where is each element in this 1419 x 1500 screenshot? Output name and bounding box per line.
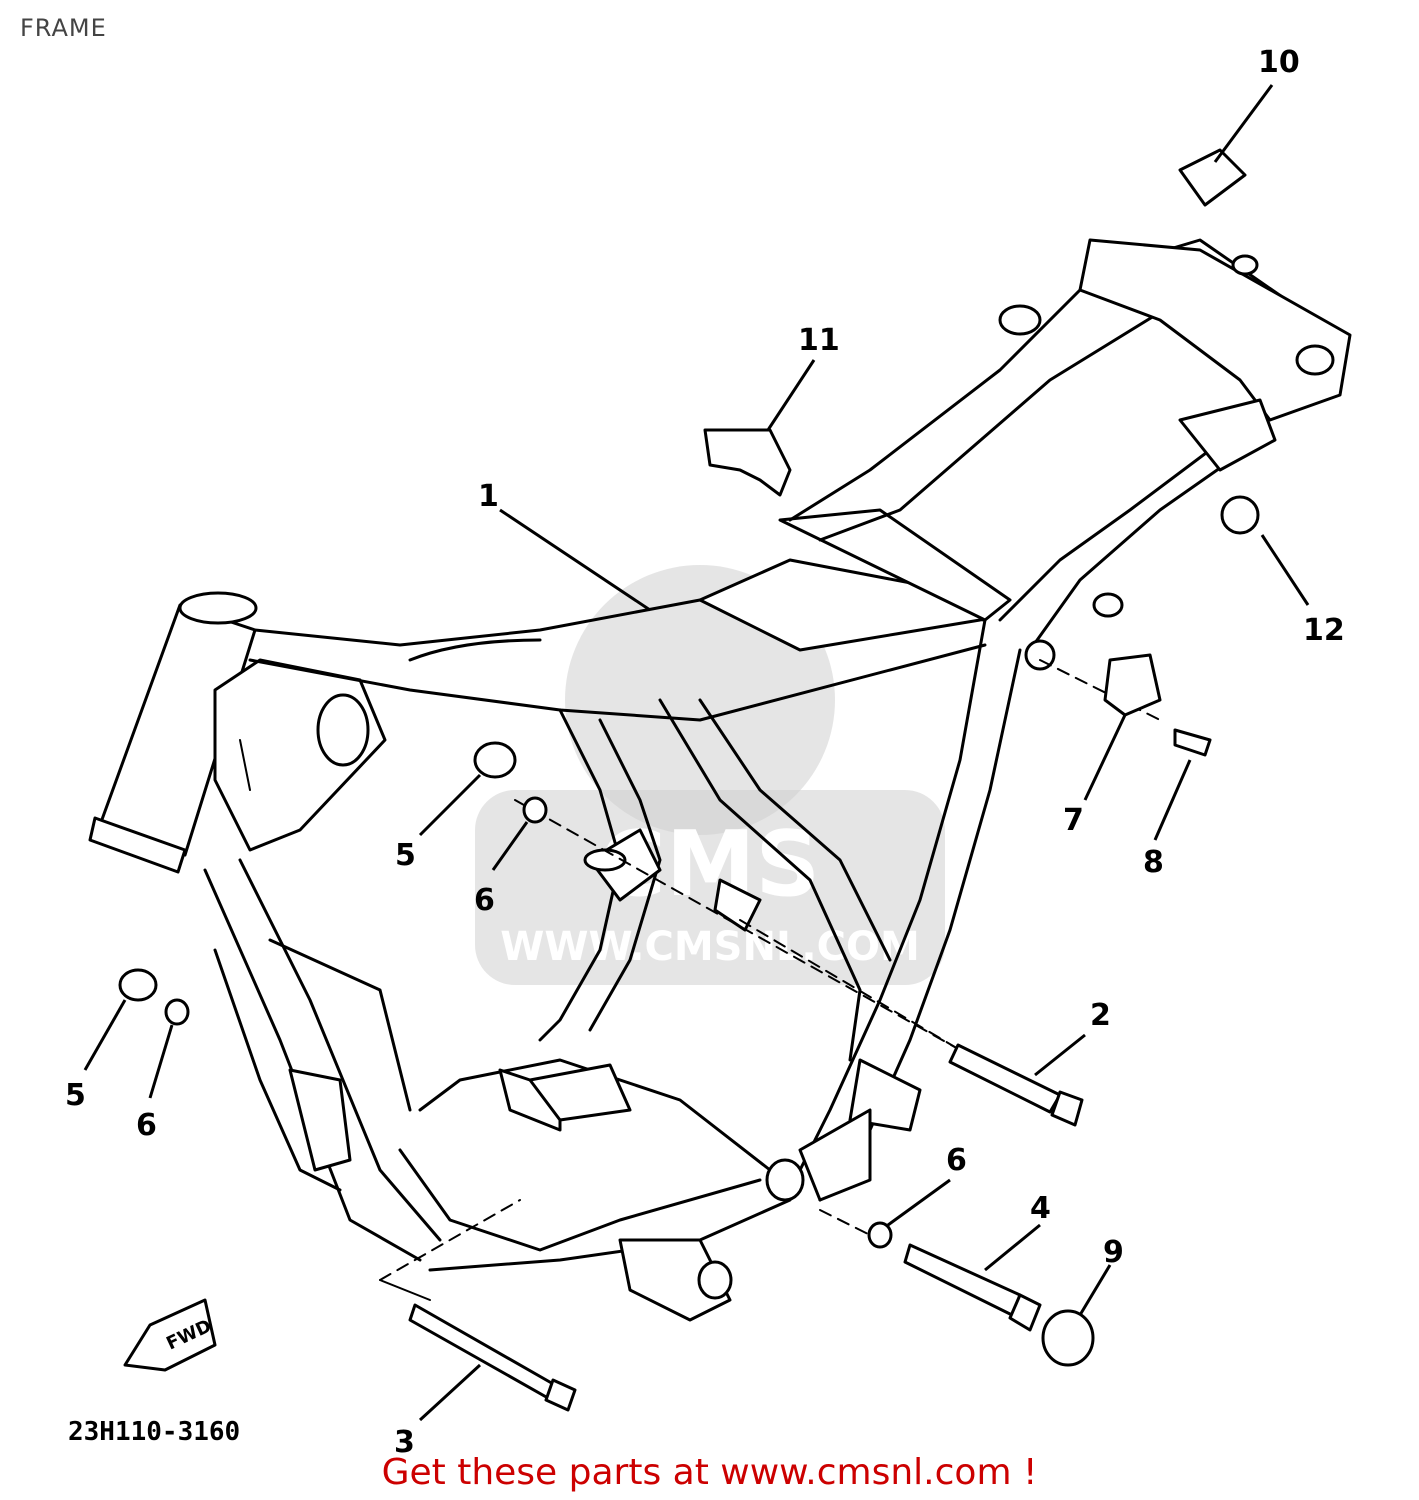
part-6-washer-right (867, 1221, 893, 1249)
page-title: FRAME (20, 14, 107, 42)
callout-6-upper: 6 (474, 883, 495, 918)
part-2-bolt (948, 1043, 1084, 1127)
part-6-washer-upper (522, 796, 548, 824)
part-10-clip (1178, 148, 1247, 207)
part-11-bracket (703, 428, 792, 497)
callout-9: 9 (1103, 1235, 1124, 1270)
callout-7: 7 (1063, 803, 1084, 838)
fwd-marker: FWD (123, 1298, 217, 1372)
callout-10: 10 (1258, 45, 1300, 80)
footer-link[interactable]: Get these parts at www.cmsnl.com ! (381, 1452, 1038, 1493)
callout-11: 11 (798, 323, 840, 358)
callout-5-lower: 5 (65, 1078, 86, 1113)
part-3-bolt (408, 1303, 577, 1412)
callout-numbers: 10 11 1 12 7 8 5 6 5 6 2 6 4 9 3 (65, 45, 1345, 1460)
callout-1: 1 (478, 479, 499, 514)
callout-5-upper: 5 (395, 838, 416, 873)
drawing-code: 23H110-3160 (68, 1417, 240, 1447)
part-7-bracket (1103, 653, 1162, 717)
leader-lines (83, 84, 1310, 1422)
part-5-nut-upper (473, 741, 517, 779)
part-8-screw (1173, 728, 1212, 757)
callout-8: 8 (1143, 845, 1164, 880)
callout-4: 4 (1030, 1191, 1051, 1226)
part-4-bolt (903, 1243, 1042, 1332)
frame-drawing (88, 238, 1352, 1322)
part-9-cap (1041, 1309, 1095, 1367)
callout-12: 12 (1303, 613, 1345, 648)
callout-6-right: 6 (946, 1143, 967, 1178)
part-6-washer-lower (164, 998, 190, 1026)
part-12-grommet (1220, 495, 1260, 535)
part-5-nut-lower (118, 968, 158, 1002)
callout-6-lower: 6 (136, 1108, 157, 1143)
callout-3: 3 (394, 1425, 415, 1460)
watermark-url: WWW.CMSNL.COM (500, 924, 920, 970)
callout-2: 2 (1090, 998, 1111, 1033)
